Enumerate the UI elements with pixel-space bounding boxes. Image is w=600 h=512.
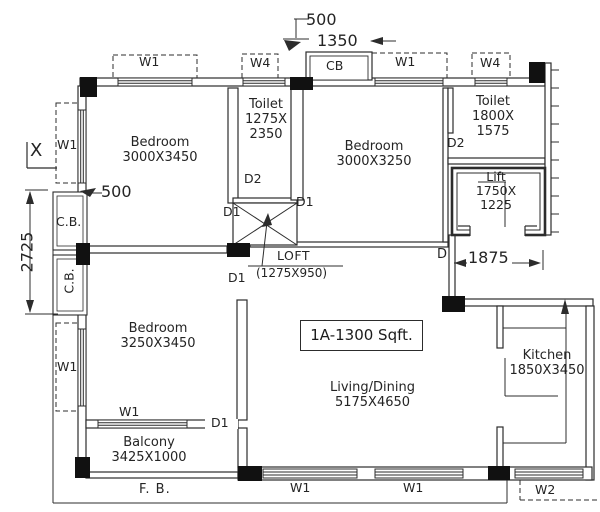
window-label-w4-top-right: W4	[480, 55, 501, 70]
room-balcony: Balcony 3425X1000	[107, 435, 191, 465]
room-kitchen-size: 1850X3450	[509, 363, 585, 378]
room-living-dining-name: Living/Dining	[330, 380, 415, 395]
room-living-dining: Living/Dining 5175X4650	[325, 380, 420, 410]
room-toilet-large-size2: 1575	[476, 124, 510, 139]
dimension-lines	[25, 18, 544, 315]
room-toilet-large-size1: 1800X	[472, 109, 514, 124]
window-label-w1-top-left: W1	[139, 54, 160, 69]
column-blocks	[75, 62, 545, 481]
room-bedroom-top-left: Bedroom 3000X3450	[118, 135, 202, 165]
room-lift-size2: 1225	[480, 197, 512, 212]
window-label-w1-bottom-1: W1	[290, 480, 311, 495]
door-label-d2-toilet-small: D2	[244, 171, 262, 186]
room-bedroom-top-right: Bedroom 3000X3250	[332, 139, 416, 169]
room-toilet-small-size1: 1275X	[245, 112, 287, 127]
window-label-w1-left-upper: W1	[57, 137, 78, 152]
dim-top-500: 500	[306, 10, 337, 29]
section-bracket	[26, 142, 57, 169]
cupboard-label-cb-top: CB	[326, 58, 344, 73]
kitchen-counter	[503, 299, 569, 444]
dim-left-2725: 2725	[17, 231, 37, 273]
room-toilet-large: Toilet 1800X 1575	[460, 94, 526, 139]
room-toilet-large-name: Toilet	[475, 94, 510, 109]
room-lift-name: Lift	[486, 169, 506, 184]
window-label-w4-top-left: W4	[250, 55, 271, 70]
door-opening-d1	[205, 419, 238, 429]
door-label-d1-balcony: D1	[211, 415, 229, 430]
room-kitchen: Kitchen 1850X3450	[503, 348, 591, 378]
room-lift: Lift 1750X 1225	[465, 170, 527, 212]
window-label-w1-bedroom-bottom: W1	[119, 404, 140, 419]
cupboard-label-cb-left-2: C.B.	[61, 268, 77, 294]
door-label-d1-bedroom-top-right: D1	[296, 194, 314, 209]
window-label-w1-left-lower: W1	[57, 359, 78, 374]
door-label-d1-bedroom-top-left: D1	[223, 204, 241, 219]
room-balcony-name: Balcony	[123, 435, 175, 450]
room-bedroom-bottom-left-size: 3250X3450	[120, 336, 196, 351]
room-bedroom-top-right-size: 3000X3250	[336, 154, 412, 169]
room-bedroom-top-right-name: Bedroom	[344, 139, 404, 154]
room-kitchen-name: Kitchen	[522, 348, 572, 363]
cupboard-label-cb-left-1: C.B.	[56, 214, 82, 229]
window-label-w1-bottom-2: W1	[403, 480, 424, 495]
room-bedroom-top-left-size: 3000X3450	[122, 150, 198, 165]
windows	[77, 77, 584, 479]
loft-label: LOFT	[277, 248, 310, 263]
loft-size: (1275X950)	[256, 266, 328, 280]
flower-bed-label: F. B.	[139, 482, 171, 497]
room-bedroom-bottom-left: Bedroom 3250X3450	[116, 321, 200, 351]
dim-top-1350: 1350	[317, 31, 358, 50]
unit-area-box: 1A-1300 Sqft.	[300, 320, 423, 351]
dim-left-500: 500	[101, 182, 132, 201]
window-label-w1-top-right: W1	[395, 54, 416, 69]
door-label-d-entrance: D	[437, 247, 448, 262]
room-toilet-small: Toilet 1275X 2350	[233, 97, 299, 142]
lift-shaft	[450, 166, 547, 237]
door-label-d2-toilet-large: D2	[447, 135, 465, 150]
room-balcony-size: 3425X1000	[111, 450, 187, 465]
door-label-d1-bedroom-bottom: D1	[228, 270, 246, 285]
lift-leader	[478, 181, 506, 227]
cupboard-boxes	[52, 51, 373, 316]
stair-ticks	[551, 69, 559, 233]
room-bedroom-top-left-name: Bedroom	[130, 135, 190, 150]
window-label-w2-bottom: W2	[535, 482, 556, 497]
room-living-dining-size: 5175X4650	[334, 395, 411, 410]
window-projections	[55, 52, 597, 501]
section-marker-x: X	[30, 140, 43, 161]
room-bedroom-bottom-left-name: Bedroom	[128, 321, 188, 336]
dim-lobby-1875: 1875	[468, 248, 509, 267]
room-toilet-small-name: Toilet	[248, 97, 283, 112]
room-lift-size1: 1750X	[475, 183, 517, 198]
room-toilet-small-size2: 2350	[249, 127, 283, 142]
